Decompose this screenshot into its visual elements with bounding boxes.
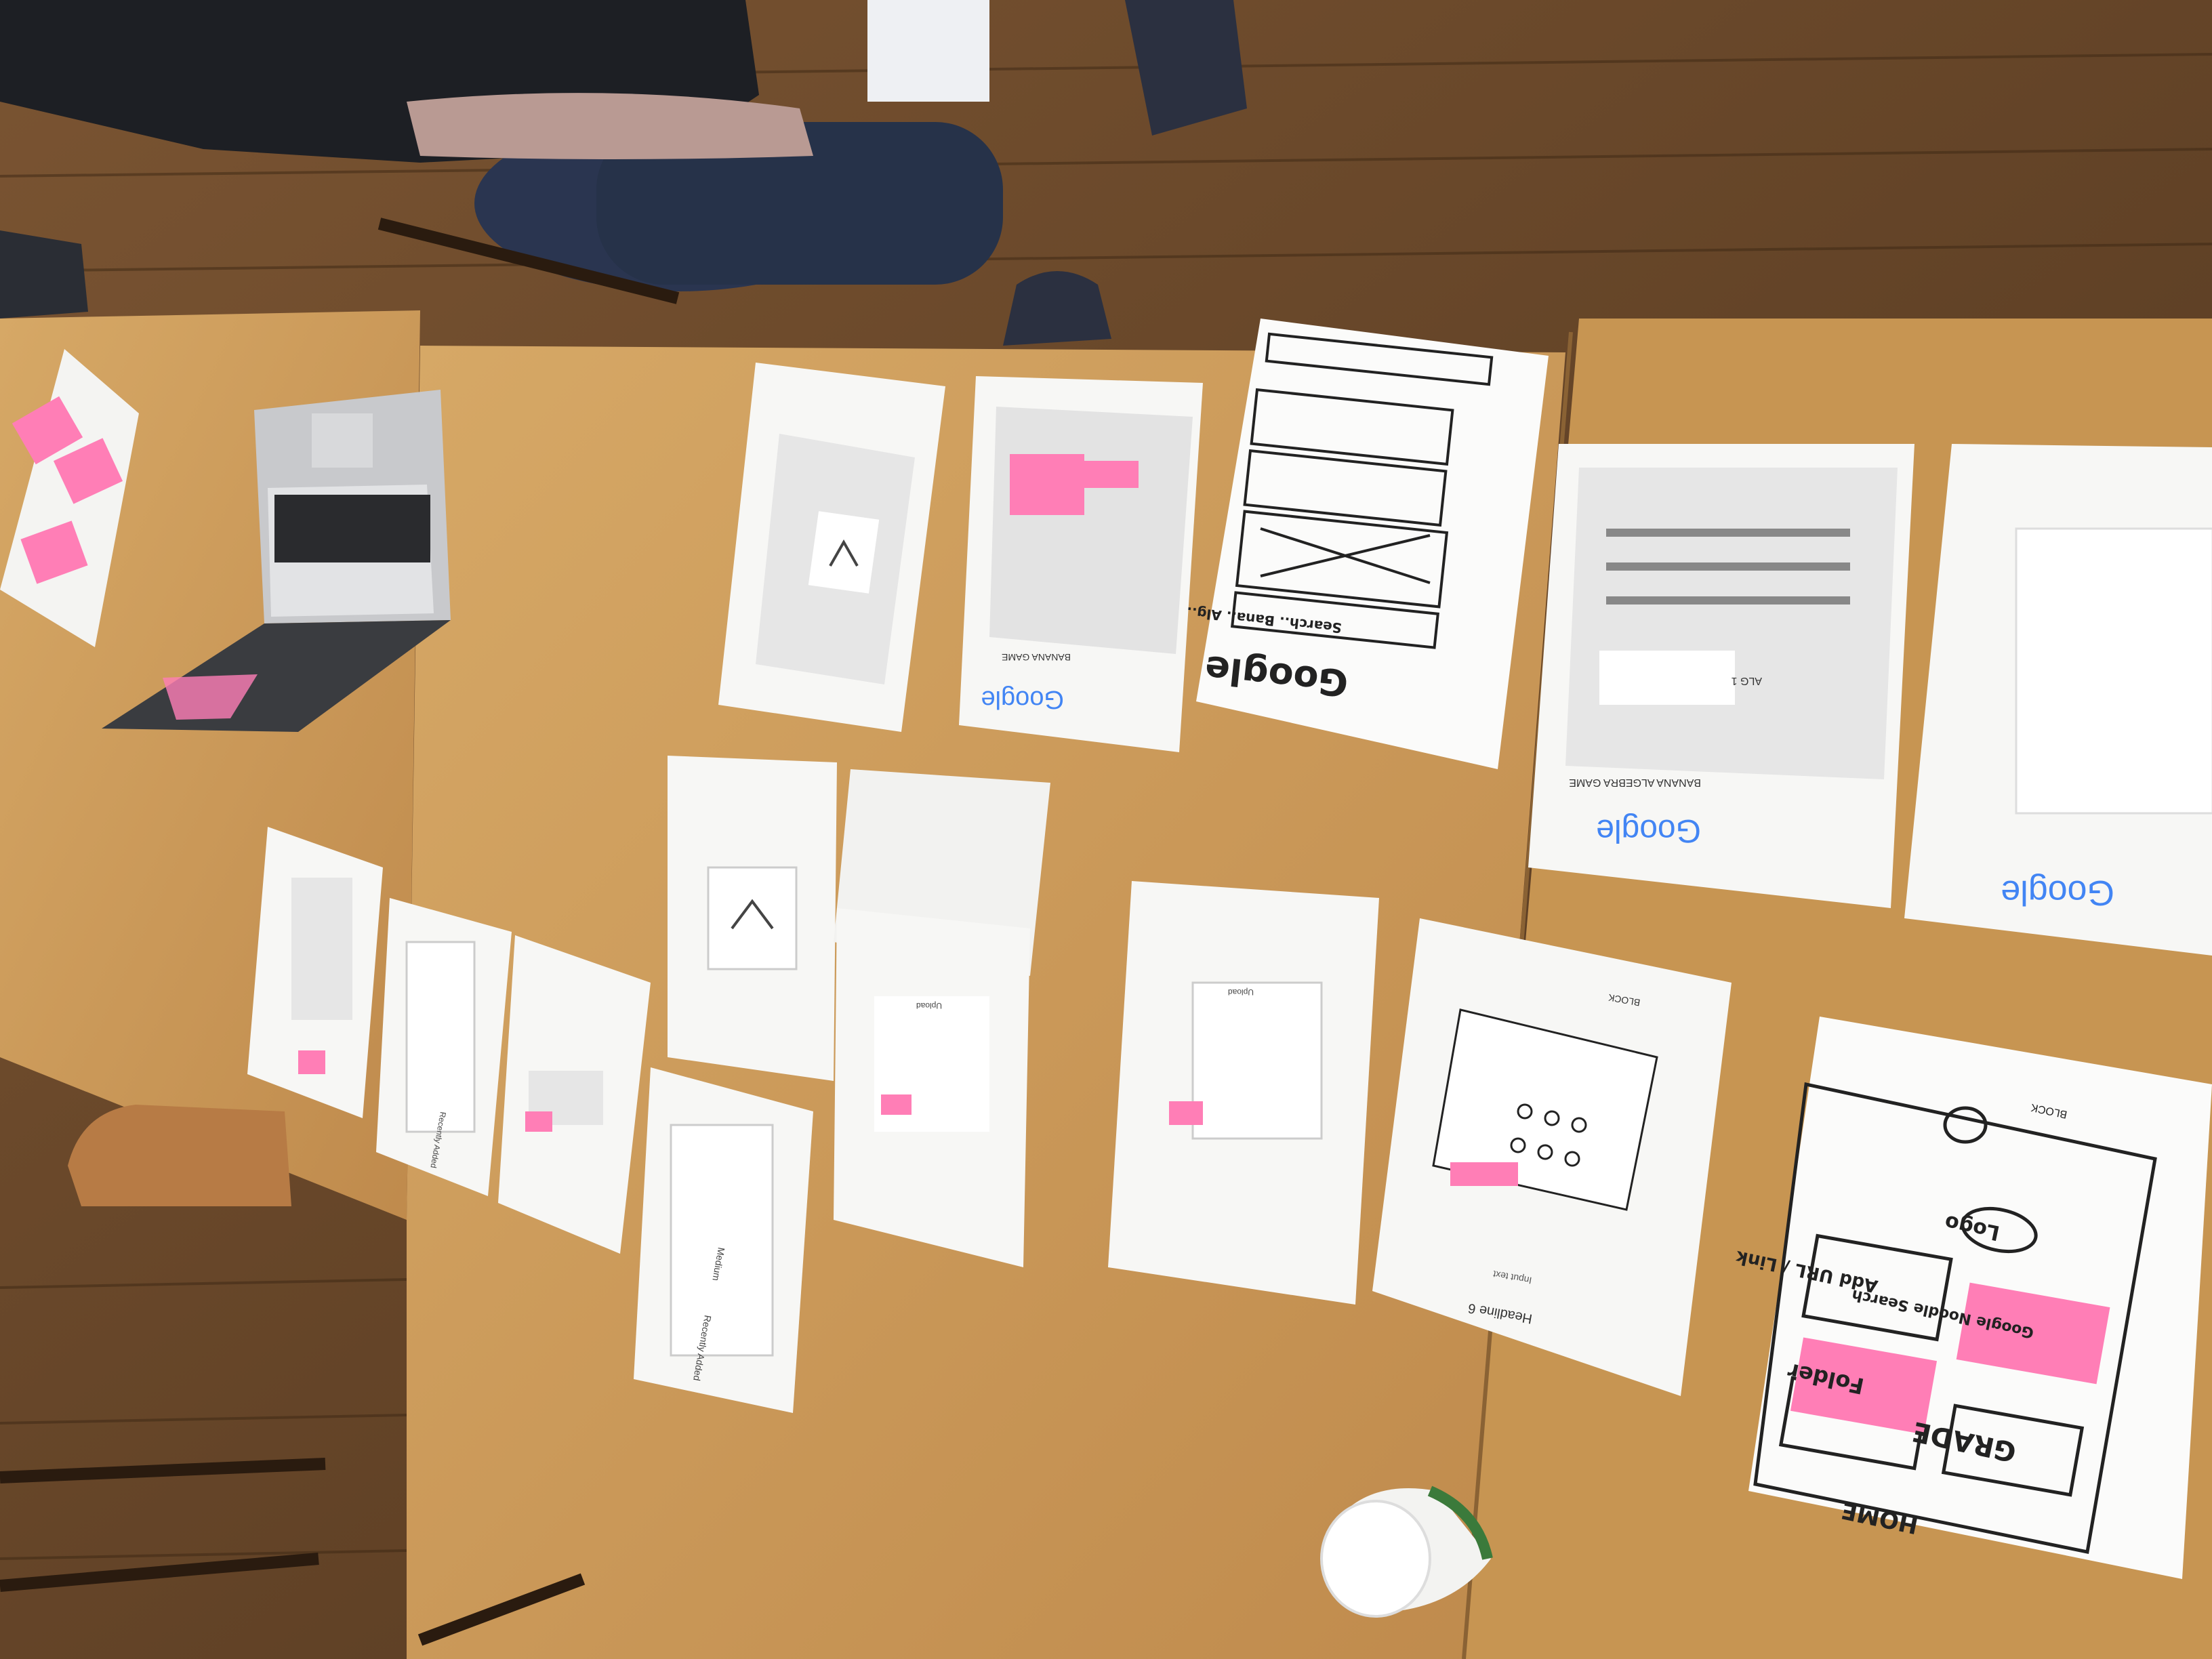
paper-google-keyboard: Google BANANA ALGEBRA GAME ALG 1 <box>1528 444 1914 908</box>
paper-google-banana: Google BANANA GAME <box>959 376 1203 752</box>
upload-label-1: Upload <box>916 1001 942 1010</box>
paper-upload-stack: Upload <box>834 769 1050 1267</box>
sticky-notes-stack <box>0 349 139 647</box>
chair-seat <box>68 1105 291 1206</box>
google-logo-3: Google <box>2001 873 2114 912</box>
banana-game-label-1: BANANA GAME <box>1002 652 1071 663</box>
paper-headline6: Headline 6 Input text BLOCK <box>1372 918 1732 1396</box>
google-logo-2: Google <box>1596 813 1701 848</box>
paper-small-1 <box>247 827 383 1118</box>
paper-small-2: Recently Added <box>376 898 512 1196</box>
paper-wireframe-1 <box>718 363 945 732</box>
person-blurred <box>0 0 1247 346</box>
upload-label-2: Upload <box>1228 987 1254 997</box>
laptop <box>102 390 451 732</box>
paper-sketch-search: Google Search.. Bana.. Alg.. <box>1186 319 1549 769</box>
paper-small-3 <box>498 935 651 1254</box>
alg1-label: ALG 1 <box>1732 675 1762 687</box>
paper-sketch-home: Logo HOME GRADE Folder Add URL / Link Go… <box>1734 1017 2212 1579</box>
paper-upload-2: Upload <box>1108 881 1379 1305</box>
paper-google-right: Google <box>1904 444 2212 956</box>
paper-small-4: Medium Recently Added <box>634 1067 813 1413</box>
chair-legs <box>0 218 680 1646</box>
paper-cup <box>1320 1486 1493 1618</box>
paper-wireframe-2 <box>668 756 837 1081</box>
banana-algebra-label: BANANA ALGEBRA GAME <box>1569 777 1701 788</box>
google-logo-1: Google <box>981 685 1064 714</box>
